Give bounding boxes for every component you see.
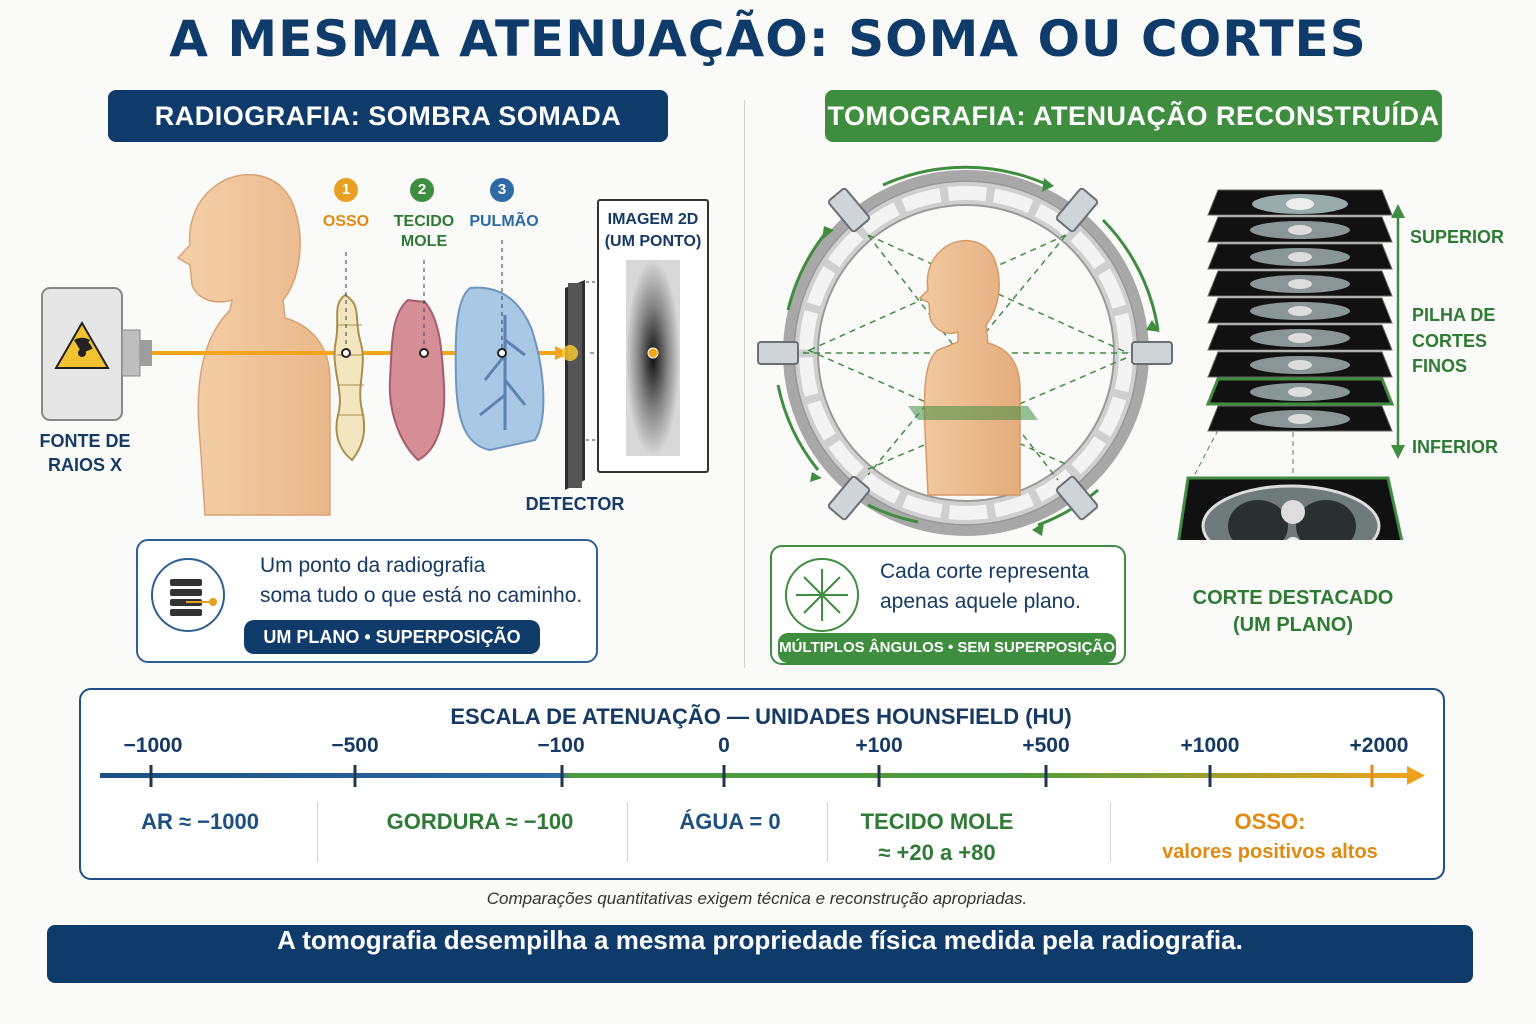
hu-divider: [317, 802, 318, 862]
highlight-slice-label-2: (UM PLANO): [1233, 614, 1353, 636]
hu-divider: [1110, 802, 1111, 862]
hu-category-bone-1: OSSO:: [1234, 809, 1306, 834]
hu-tick-label: +500: [1022, 734, 1070, 757]
layer-bone-label: OSSO: [322, 213, 370, 230]
hu-tick-label: −500: [331, 734, 379, 757]
tomography-banner: TOMOGRAFIA: ATENUAÇÃO RECONSTRUÍDA: [825, 90, 1442, 142]
layer-2-badge: 2: [410, 178, 434, 202]
bone-layer-icon: [333, 293, 366, 462]
radiography-card-pill: UM PLANO • SUPERPOSIÇÃO: [244, 620, 540, 654]
hu-divider: [827, 802, 828, 862]
tomography-card-line-1: Cada corte representa: [880, 560, 1089, 583]
image-2d-label-1: IMAGEM 2D: [607, 211, 699, 228]
human-body-icon: [176, 173, 331, 516]
hu-category-soft-tissue-2: ≈ +20 a +80: [878, 840, 996, 865]
radiography-card-line-1: Um ponto da radiografia: [260, 554, 486, 577]
source-label-2: RAIOS X: [47, 455, 122, 475]
hu-category-fat: GORDURA ≈ −100: [386, 809, 574, 834]
stack-sum-icon: [151, 558, 225, 632]
highlighted-slice-icon: [1177, 476, 1404, 540]
hu-tick-label: +100: [855, 734, 903, 757]
multi-angle-icon: [785, 558, 859, 632]
hu-tick-label: +2000: [1349, 734, 1409, 757]
layer-soft-tissue-label-2: MOLE: [400, 233, 448, 250]
soft-tissue-layer-icon: [388, 298, 446, 462]
tomography-card-pill: MÚLTIPLOS ÂNGULOS • SEM SUPERPOSIÇÃO: [778, 633, 1116, 663]
hu-tick-label: 0: [718, 734, 730, 757]
footnote: Comparações quantitativas exigem técnica…: [486, 889, 1028, 908]
detector-icon: [562, 280, 585, 490]
ct-slice-plane: [908, 406, 1038, 420]
radiography-card-line-2: soma tudo o que está no caminho.: [260, 584, 583, 607]
ct-patient-icon: [918, 239, 1021, 496]
hu-category-water: ÁGUA = 0: [679, 809, 781, 834]
xray-tubes-icon: [757, 187, 1173, 521]
hu-tick-label: −100: [537, 734, 585, 757]
ct-slice-stack-icon: [1205, 189, 1395, 432]
hu-scale-title: ESCALA DE ATENUAÇÃO — UNIDADES HOUNSFIEL…: [450, 704, 1072, 729]
tomography-info-card: Cada corte representa apenas aquele plan…: [770, 545, 1126, 665]
highlight-slice-label-1: CORTE DESTACADO: [1192, 587, 1394, 609]
hu-category-soft-tissue-1: TECIDO MOLE: [860, 809, 1014, 834]
source-label-1: FONTE DE: [39, 431, 131, 451]
radiography-info-card: Um ponto da radiografia soma tudo o que …: [136, 539, 598, 663]
detector-label: DETECTOR: [525, 494, 625, 514]
page-title: A MESMA ATENUAÇÃO: SOMA OU CORTES: [169, 10, 1367, 68]
tomography-illustration: [757, 165, 1405, 540]
layer-soft-tissue-label-1: TECIDO: [393, 213, 455, 230]
hu-tick-label: −1000: [123, 734, 183, 757]
hu-axis: [100, 765, 1425, 787]
stack-mid-label-1: PILHA DE: [1412, 305, 1496, 325]
hu-tick-label: +1000: [1180, 734, 1240, 757]
stack-top-label: SUPERIOR: [1410, 227, 1505, 247]
hu-category-bone-2: valores positivos altos: [1162, 841, 1378, 863]
stack-mid-label-2: CORTES: [1412, 331, 1488, 351]
layer-1-badge: 1: [334, 178, 358, 202]
layer-lung-label: PULMÃO: [469, 213, 539, 230]
xray-source-icon: [41, 287, 152, 421]
radiography-banner: RADIOGRAFIA: SOMBRA SOMADA: [108, 90, 668, 142]
hu-divider: [627, 802, 628, 862]
bottom-banner: A tomografia desempilha a mesma propried…: [47, 925, 1473, 983]
image-2d-label-2: (UM PONTO): [604, 233, 702, 250]
layer-3-badge: 3: [490, 178, 514, 202]
tomography-card-line-2: apenas aquele plano.: [880, 590, 1081, 613]
section-divider: [744, 100, 745, 668]
stack-bottom-label: INFERIOR: [1412, 437, 1499, 457]
stack-mid-label-3: FINOS: [1412, 356, 1468, 376]
lung-layer-icon: [454, 286, 545, 452]
radiography-illustration: [41, 173, 709, 516]
hu-scale-panel: [79, 688, 1445, 880]
hu-category-air: AR ≈ −1000: [141, 809, 259, 834]
